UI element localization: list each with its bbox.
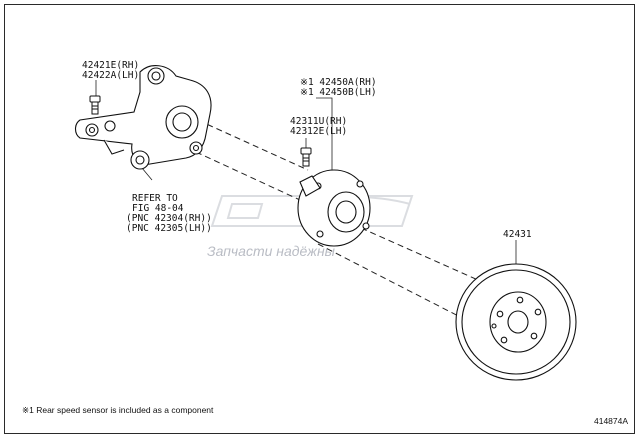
knuckle-bolt-icon xyxy=(89,95,101,115)
hub-bearing-icon xyxy=(297,169,371,247)
label-knuckle-bolt-rh: 42421E(RH) xyxy=(82,60,139,71)
label-refer-line1: REFER TO xyxy=(132,193,178,204)
label-hub-bolt-rh: 42311U(RH) xyxy=(290,116,347,127)
label-refer-line2: FIG 48-04 xyxy=(132,203,184,214)
label-disc: 42431 xyxy=(503,229,532,240)
knuckle-icon xyxy=(74,65,212,170)
label-refer-line4: (PNC 42305(LH)) xyxy=(126,223,212,234)
hub-bolt-icon xyxy=(300,147,312,167)
footnote: ※1 Rear speed sensor is included as a co… xyxy=(22,405,214,415)
label-refer-line3: (PNC 42304(RH)) xyxy=(126,213,212,224)
label-knuckle-bolt-lh: 42422A(LH) xyxy=(82,70,139,81)
figure-code: 414874A xyxy=(594,416,628,426)
watermark-text: Запчасти надёжны xyxy=(207,243,336,259)
label-hub-bolt-lh: 42312E(LH) xyxy=(290,126,347,137)
leader-lines xyxy=(95,80,517,264)
label-sensor-hub-rh: ※1 42450A(RH) xyxy=(300,77,377,88)
label-sensor-hub-lh: ※1 42450B(LH) xyxy=(300,87,377,98)
diagram-frame xyxy=(4,4,635,434)
brake-disc-icon xyxy=(455,263,577,381)
